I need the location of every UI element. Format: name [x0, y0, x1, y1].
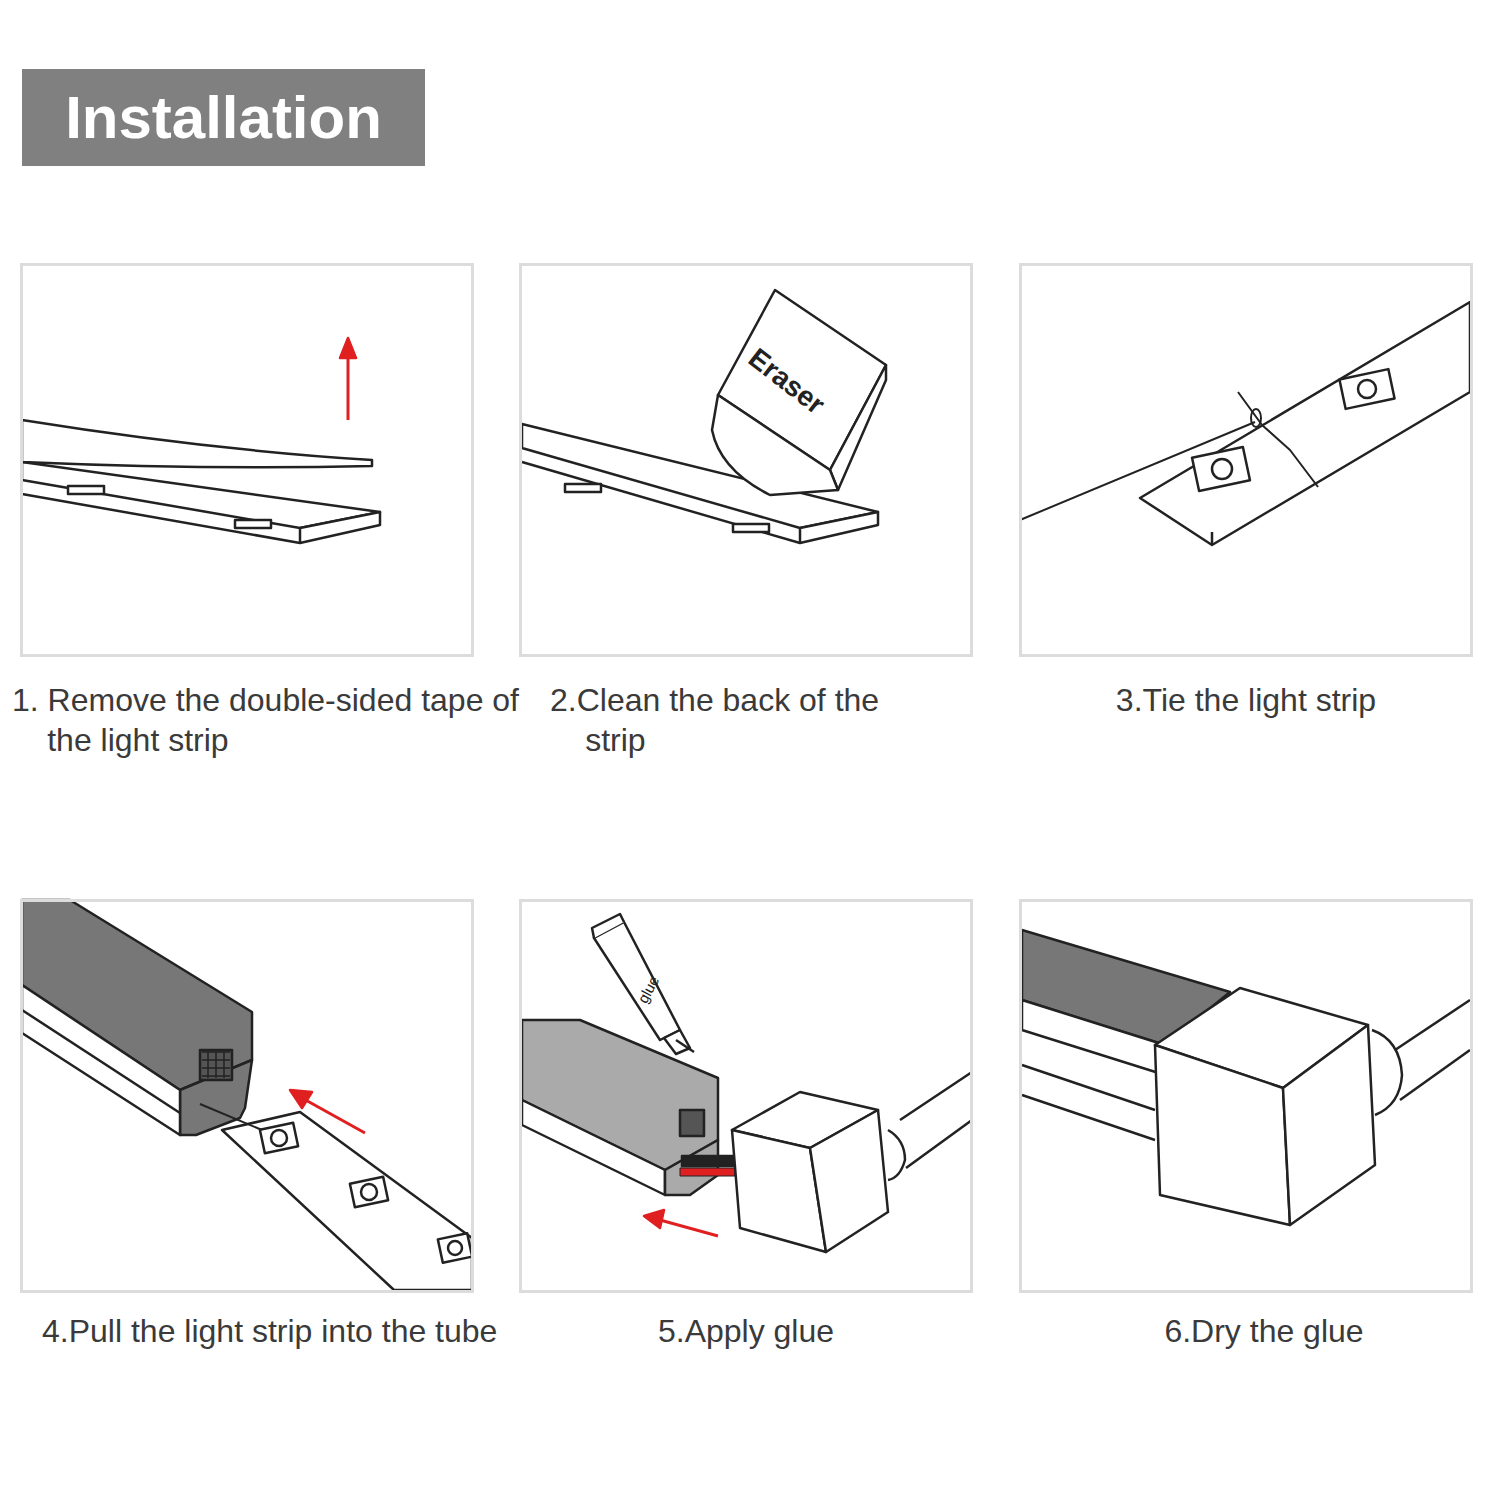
- step-panel: 4.Pull the light strip into the tube: [20, 899, 474, 1293]
- step-caption: 2.Clean the back of the strip: [550, 680, 935, 760]
- step-caption: 5.Apply glue: [519, 1311, 973, 1351]
- step-panel: 5.Apply glue: [519, 899, 973, 1293]
- step-panel: 3.Tie the light strip: [1019, 263, 1473, 657]
- title-text: Installation: [65, 83, 382, 152]
- step-caption: 3.Tie the light strip: [1019, 680, 1473, 720]
- step-panel: 6.Dry the glue: [1019, 899, 1473, 1293]
- title-band: Installation: [22, 69, 425, 166]
- step-caption: 6.Dry the glue: [1019, 1311, 1500, 1351]
- step-caption: 1. Remove the double-sided tape of the l…: [12, 680, 537, 760]
- step-caption: 4.Pull the light strip into the tube: [42, 1311, 507, 1351]
- step-panel: 1. Remove the double-sided tape of the l…: [20, 263, 474, 657]
- step-panel: 2.Clean the back of the strip: [519, 263, 973, 657]
